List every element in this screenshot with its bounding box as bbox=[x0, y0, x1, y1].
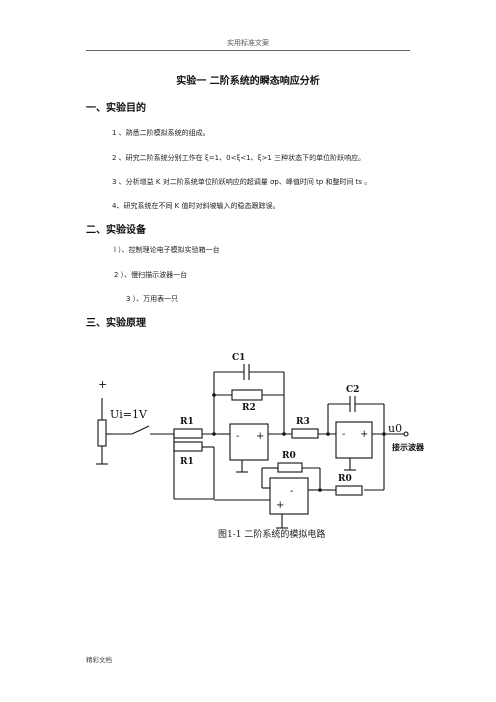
header-rule bbox=[86, 50, 410, 51]
equipment-item-2: 2 ）、慢扫描示波器一台 bbox=[114, 271, 188, 279]
oscilloscope-label: 接示波器 bbox=[392, 442, 424, 452]
input-voltage-label: Ui=1V bbox=[110, 408, 148, 421]
equipment-item-1: l ）、控制理论电子模拟实验箱一台 bbox=[114, 246, 220, 254]
section-heading-equipment: 二、实验设备 bbox=[86, 225, 146, 236]
c2-label: C2 bbox=[346, 385, 359, 395]
circuit-diagram: + Ui=1V C1 R2 C2 R1 R1 R3 R0 R0 u0 接示波器 … bbox=[96, 353, 424, 529]
page-header: 实用标准文案 bbox=[227, 39, 269, 47]
r0-bottom-label: R0 bbox=[338, 474, 352, 484]
document-title: 实验一 二阶系统的瞬态响应分析 bbox=[176, 76, 320, 87]
section-heading-principle: 三、实验原理 bbox=[86, 318, 146, 329]
purpose-item-2: 2 、研究二阶系统分别工作在 ξ=1、0<ξ<1、ξ>1 三种状态下的单位阶跃响… bbox=[112, 154, 366, 162]
purpose-item-4: 4、研究系统在不同 K 值时对斜坡输入的稳态跟踪误。 bbox=[112, 202, 280, 210]
opamp3-plus: + bbox=[276, 500, 284, 511]
r0-top-label: R0 bbox=[282, 451, 296, 461]
input-plus-label: + bbox=[98, 378, 107, 391]
equipment-item-3: 3 ）、万用表一只 bbox=[126, 295, 179, 303]
opamp2-minus: - bbox=[342, 429, 345, 440]
c1-label: C1 bbox=[232, 353, 245, 363]
purpose-item-3: 3 、分析增益 K 对二阶系统单位阶跃响应的超调量 σp、峰值时间 tp 和整时… bbox=[112, 178, 372, 186]
r1-bottom-label: R1 bbox=[180, 457, 194, 467]
purpose-item-1: 1 、熟悉二阶模拟系统的组成。 bbox=[112, 129, 210, 137]
section-heading-purpose: 一、实验目的 bbox=[86, 103, 146, 114]
r1-top-label: R1 bbox=[180, 417, 194, 427]
opamp2-plus: + bbox=[360, 429, 368, 440]
figure-caption: 图1-1 二阶系统的模拟电路 bbox=[218, 530, 326, 540]
page-footer: 精彩文档 bbox=[86, 656, 112, 664]
opamp1-plus: + bbox=[256, 431, 264, 442]
opamp1-minus: - bbox=[236, 431, 239, 442]
output-label: u0 bbox=[388, 422, 402, 435]
r2-label: R2 bbox=[242, 403, 256, 413]
r3-label: R3 bbox=[296, 417, 310, 427]
opamp3-minus: - bbox=[290, 486, 293, 497]
